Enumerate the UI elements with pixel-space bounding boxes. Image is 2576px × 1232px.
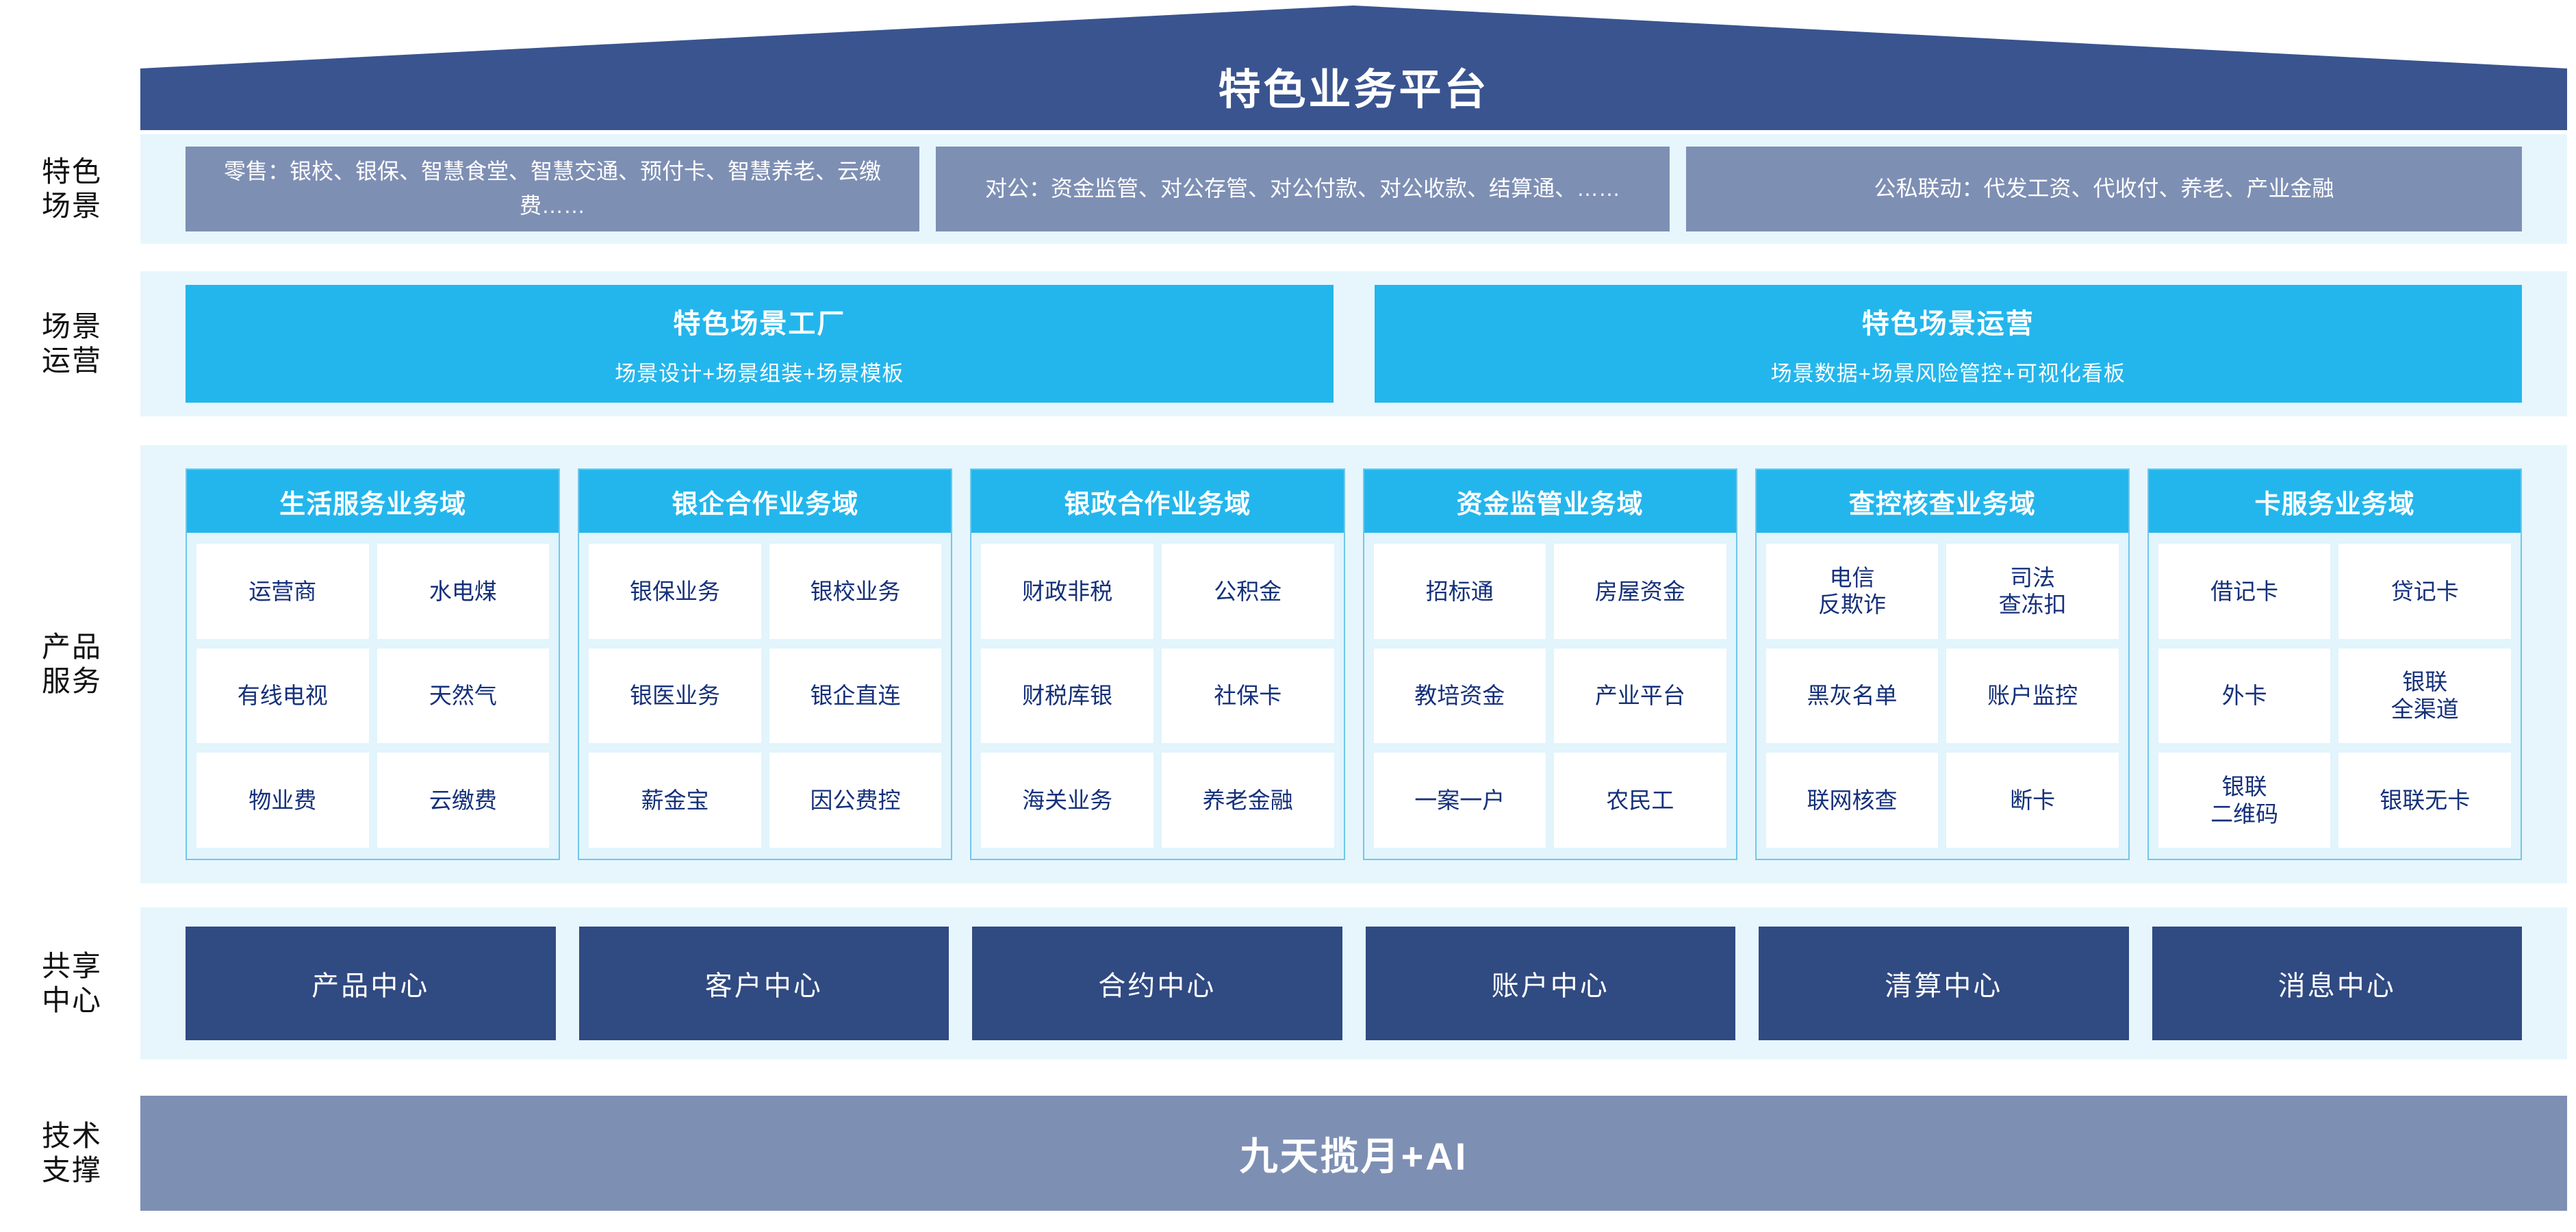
domain-cell[interactable]: 水电煤 <box>377 544 550 639</box>
page-title: 特色业务平台 <box>1218 66 1490 114</box>
scenario-box-corporate[interactable]: 对公：资金监管、对公存管、对公付款、对公收款、结算通、…… <box>936 147 1670 231</box>
platform-roof-banner: 特色业务平台 <box>140 5 2567 130</box>
domain-cell[interactable]: 教培资金 <box>1373 648 1546 744</box>
domain-investigation-control[interactable]: 查控核查业务域 电信 反欺诈 司法 查冻扣 黑灰名单 账户监控 联网核查 断卡 <box>1755 468 2130 860</box>
domain-life-service[interactable]: 生活服务业务域 运营商 水电煤 有线电视 天然气 物业费 云缴费 <box>186 468 561 860</box>
domain-title: 生活服务业务域 <box>187 470 559 533</box>
shared-center-customer[interactable]: 客户中心 <box>578 927 949 1040</box>
domain-cell[interactable]: 银保业务 <box>589 544 761 639</box>
domain-cell[interactable]: 房屋资金 <box>1554 544 1726 639</box>
domain-cell[interactable]: 因公费控 <box>769 753 942 848</box>
domain-cell[interactable]: 银校业务 <box>769 544 942 639</box>
domain-cell[interactable]: 薪金宝 <box>589 753 761 848</box>
domain-cell-grid: 银保业务 银校业务 银医业务 银企直连 薪金宝 因公费控 <box>579 533 951 859</box>
domain-cell[interactable]: 物业费 <box>196 753 369 848</box>
shared-center-contract[interactable]: 合约中心 <box>972 927 1342 1040</box>
shared-center-account[interactable]: 账户中心 <box>1365 927 1735 1040</box>
shared-center-message[interactable]: 消息中心 <box>2152 927 2522 1040</box>
domain-cell[interactable]: 外卡 <box>2158 648 2331 744</box>
row-label-scenarios: 特色 场景 <box>41 155 102 222</box>
shared-center-product[interactable]: 产品中心 <box>186 927 556 1040</box>
domain-title: 卡服务业务域 <box>2148 470 2521 533</box>
scene-factory-title: 特色场景工厂 <box>673 308 846 339</box>
domain-cell-grid: 运营商 水电煤 有线电视 天然气 物业费 云缴费 <box>187 533 559 859</box>
domain-cell[interactable]: 运营商 <box>196 544 369 639</box>
tech-support-bar[interactable]: 九天揽月+AI <box>140 1096 2567 1211</box>
domain-cell[interactable]: 一案一户 <box>1373 753 1546 848</box>
domain-title: 银企合作业务域 <box>579 470 952 533</box>
domain-cell[interactable]: 黑灰名单 <box>1765 648 1939 744</box>
domain-cell[interactable]: 银联 全渠道 <box>2338 648 2512 744</box>
scenarios-panel: 零售：银校、银保、智慧食堂、智慧交通、预付卡、智慧养老、云缴费…… 对公：资金监… <box>140 134 2567 244</box>
domain-fund-supervision[interactable]: 资金监管业务域 招标通 房屋资金 教培资金 产业平台 一案一户 农民工 <box>1362 468 1737 860</box>
domain-cell[interactable]: 银企直连 <box>769 648 942 744</box>
domain-cell[interactable]: 养老金融 <box>1161 753 1334 848</box>
domain-cell[interactable]: 银联无卡 <box>2338 753 2512 848</box>
row-label-scene-ops: 场景 运营 <box>41 310 102 377</box>
domain-cell[interactable]: 账户监控 <box>1946 648 2119 744</box>
domain-cell[interactable]: 公积金 <box>1161 544 1334 639</box>
domain-cell[interactable]: 社保卡 <box>1161 648 1334 744</box>
product-service-panel: 生活服务业务域 运营商 水电煤 有线电视 天然气 物业费 云缴费 银企合作业务域… <box>140 445 2567 883</box>
shared-center-panel: 产品中心 客户中心 合约中心 账户中心 清算中心 消息中心 <box>140 907 2567 1059</box>
domain-title: 资金监管业务域 <box>1364 470 1736 533</box>
scene-ops-panel: 特色场景工厂 场景设计+场景组装+场景模板 特色场景运营 场景数据+场景风险管控… <box>140 271 2567 416</box>
domain-bank-enterprise[interactable]: 银企合作业务域 银保业务 银校业务 银医业务 银企直连 薪金宝 因公费控 <box>578 468 953 860</box>
domain-bank-government[interactable]: 银政合作业务域 财政非税 公积金 财税库银 社保卡 海关业务 养老金融 <box>970 468 1345 860</box>
scenario-box-retail[interactable]: 零售：银校、银保、智慧食堂、智慧交通、预付卡、智慧养老、云缴费…… <box>186 147 919 231</box>
domain-cell[interactable]: 联网核查 <box>1765 753 1939 848</box>
scene-factory-subtitle: 场景设计+场景组装+场景模板 <box>615 361 904 386</box>
domain-cell[interactable]: 司法 查冻扣 <box>1946 544 2119 639</box>
roof-shape-icon <box>140 5 2567 130</box>
domain-cell[interactable]: 贷记卡 <box>2338 544 2512 639</box>
row-label-shared-center: 共享 中心 <box>41 950 102 1016</box>
scene-operation-subtitle: 场景数据+场景风险管控+可视化看板 <box>1770 361 2126 386</box>
domain-cell[interactable]: 农民工 <box>1554 753 1726 848</box>
domain-cell[interactable]: 银医业务 <box>589 648 761 744</box>
scene-operation-box[interactable]: 特色场景运营 场景数据+场景风险管控+可视化看板 <box>1374 285 2522 403</box>
domain-cell[interactable]: 财税库银 <box>981 648 1153 744</box>
shared-center-settlement[interactable]: 清算中心 <box>1759 927 2129 1040</box>
domain-title: 银政合作业务域 <box>971 470 1344 533</box>
domain-cell[interactable]: 断卡 <box>1946 753 2119 848</box>
domain-cell[interactable]: 招标通 <box>1373 544 1546 639</box>
domain-cell[interactable]: 天然气 <box>377 648 550 744</box>
domain-title: 查控核查业务域 <box>1756 470 2128 533</box>
scenario-box-public-private[interactable]: 公私联动：代发工资、代收付、养老、产业金融 <box>1686 147 2522 231</box>
scene-factory-box[interactable]: 特色场景工厂 场景设计+场景组装+场景模板 <box>186 285 1334 403</box>
domain-cell[interactable]: 海关业务 <box>981 753 1153 848</box>
domain-cell[interactable]: 银联 二维码 <box>2158 753 2331 848</box>
domain-cell[interactable]: 产业平台 <box>1554 648 1726 744</box>
domain-card-service[interactable]: 卡服务业务域 借记卡 贷记卡 外卡 银联 全渠道 银联 二维码 银联无卡 <box>2147 468 2523 860</box>
domain-cell-grid: 招标通 房屋资金 教培资金 产业平台 一案一户 农民工 <box>1364 533 1736 859</box>
domain-cell-grid: 电信 反欺诈 司法 查冻扣 黑灰名单 账户监控 联网核查 断卡 <box>1757 533 2128 859</box>
scene-operation-title: 特色场景运营 <box>1861 308 2035 339</box>
domain-cell-grid: 借记卡 贷记卡 外卡 银联 全渠道 银联 二维码 银联无卡 <box>2149 533 2521 859</box>
domain-cell-grid: 财政非税 公积金 财税库银 社保卡 海关业务 养老金融 <box>971 533 1343 859</box>
row-label-tech-support: 技术 支撑 <box>41 1120 102 1186</box>
domain-cell[interactable]: 财政非税 <box>981 544 1153 639</box>
row-label-product-service: 产品 服务 <box>41 631 102 697</box>
domain-cell[interactable]: 有线电视 <box>196 648 369 744</box>
domain-cell[interactable]: 借记卡 <box>2158 544 2331 639</box>
domain-cell[interactable]: 电信 反欺诈 <box>1765 544 1939 639</box>
domain-cell[interactable]: 云缴费 <box>377 753 550 848</box>
